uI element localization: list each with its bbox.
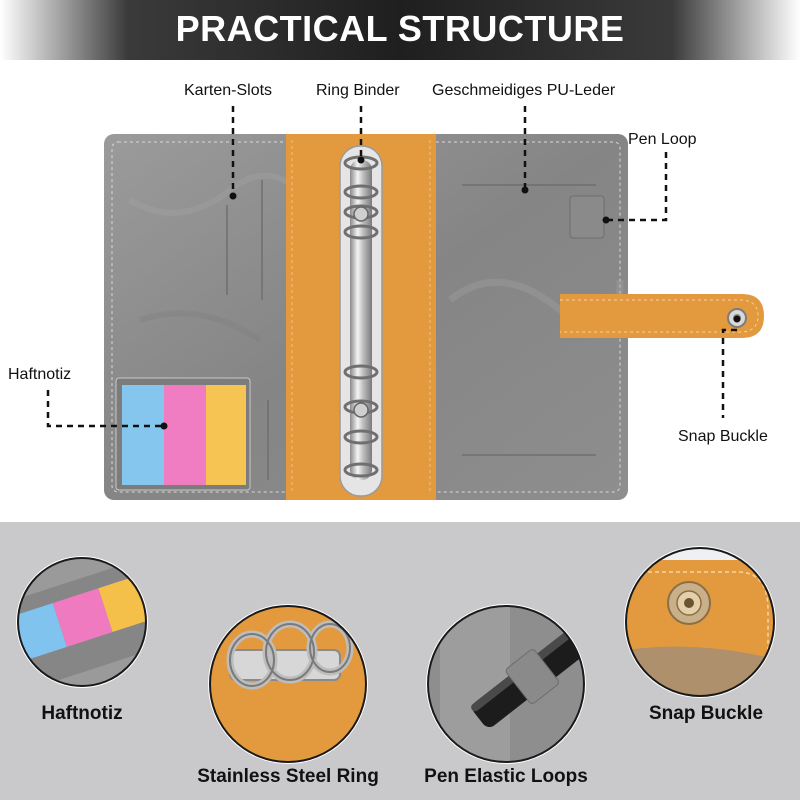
detail-label-steel-ring: Stainless Steel Ring — [197, 766, 379, 787]
callout-snap-buckle: Snap Buckle — [678, 428, 768, 445]
callout-lines — [46, 106, 737, 428]
detail-sticky-notes — [16, 556, 148, 688]
pen-loop — [569, 195, 605, 239]
detail-label-snap-buckle: Snap Buckle — [648, 703, 764, 724]
detail-snap-buckle — [624, 546, 776, 698]
detail-label-pen-loops: Pen Elastic Loops — [424, 766, 588, 787]
callout-sticky-notes: Haftnotiz — [8, 366, 72, 383]
page-title: PRACTICAL STRUCTURE — [175, 8, 625, 49]
title-banner: PRACTICAL STRUCTURE — [0, 0, 800, 60]
callout-ring-binder: Ring Binder — [316, 82, 400, 99]
callout-card-slots: Karten-Slots — [184, 82, 273, 99]
detail-pen-loops — [426, 604, 586, 764]
callout-pen-loop: Pen Loop — [628, 131, 697, 148]
sticky-notes — [122, 385, 246, 485]
binder-illustration — [46, 106, 764, 500]
detail-steel-ring — [208, 604, 368, 764]
detail-label-sticky-notes: Haftnotiz — [41, 703, 123, 724]
card-slots — [226, 180, 269, 480]
callout-pu-leather: Geschmeidiges PU-Leder — [432, 82, 616, 99]
ring-binder-mechanism — [339, 145, 383, 497]
